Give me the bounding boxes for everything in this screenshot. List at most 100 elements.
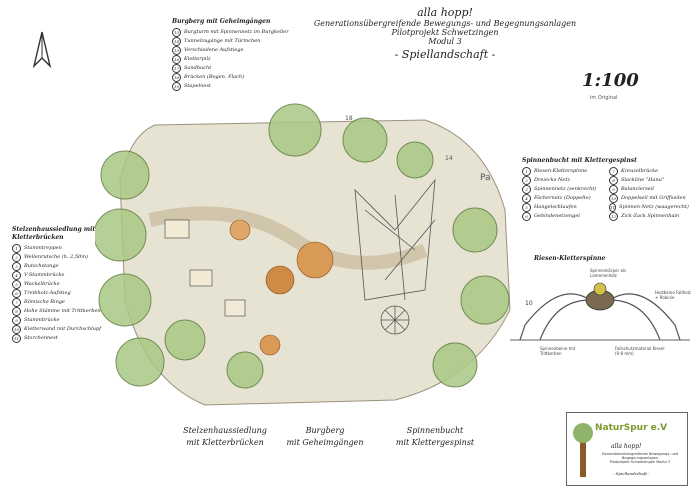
legend-item-label: Wackelbrücke	[24, 281, 60, 288]
site-plan: Pa 18 14	[95, 103, 511, 406]
legend-item-label: Storchennest	[24, 335, 58, 342]
legend-item-number: 6	[522, 212, 531, 222]
logo-title: alla hopp!	[611, 443, 642, 450]
legend-spinnen-title: Spinnenbucht mit Klettergespinst	[522, 157, 637, 164]
legend-item-number: 1	[12, 244, 21, 254]
legend-item-label: Wellenrutsche (h. 2,50m)	[24, 254, 88, 261]
legend-item-number: 2	[522, 176, 531, 186]
legend-item-number: 2	[12, 253, 21, 263]
legend-item-label: Stammbrücke	[24, 317, 60, 324]
legend-item-number: 7	[609, 167, 618, 177]
legend-item-number: 14	[172, 37, 181, 47]
legend-item-label: Stammtreppen	[24, 245, 62, 252]
legend-item-number: 3	[12, 262, 21, 272]
legend-item-number: 11	[12, 334, 21, 344]
legend-item-label: Dreiecks-Netz	[534, 177, 570, 184]
legend-item-number: 15	[172, 46, 181, 56]
scale-note: im Original	[590, 95, 618, 101]
legend-item-label: Doppelseil mit Griffseilen	[621, 195, 686, 202]
legend-item-label: Kletterwand mit Durchschlupf	[24, 326, 101, 333]
logo-name: - Spiellandschaft -	[613, 471, 650, 476]
legend-item-number: 4	[12, 271, 21, 281]
legend-item-label: Römische Ringe	[24, 299, 65, 306]
legend-item-number: 1	[522, 167, 531, 177]
legend-item-label: Zick-Zack Spinnenhain	[621, 213, 680, 220]
legend-item-label: Spinnen-Netz (waagerecht)	[619, 204, 689, 211]
legend-item-number: 11	[609, 203, 617, 213]
legend-item-label: Rutschstange	[24, 263, 59, 270]
legend-item-number: 12	[609, 212, 618, 222]
project-pilot: Pilotprojekt Schwetzingen	[391, 28, 499, 37]
project-module: Modul 3	[428, 37, 462, 46]
legend-item-number: 13	[172, 28, 181, 38]
legend-item-number: 9	[609, 185, 618, 195]
legend-stelzen: Stelzenhaussiedlung mit Kletterbrücken 1…	[12, 226, 112, 344]
legend-item-number: 3	[522, 185, 531, 195]
legend-item-label: Spinnennetz (senkrecht)	[534, 186, 597, 193]
legend-item-number: 5	[12, 280, 21, 290]
legend-item-label: Tunnelzugänge mit Türmchen	[184, 38, 261, 45]
legend-item-number: 19	[172, 82, 181, 92]
plan-path	[148, 206, 428, 270]
project-title: alla hopp!	[417, 6, 473, 19]
tree-logo-icon	[573, 423, 593, 477]
legend-item-label: V-Stammbrücke	[24, 272, 65, 279]
legend-item-label: Kreuzelbrücke	[621, 168, 659, 175]
plan-mark-18: 18	[345, 115, 353, 122]
legend-item-label: Verschiedene Aufstiege	[184, 47, 244, 54]
logo-subtitle: Generationsübergreifende Bewegungs- und …	[601, 452, 679, 460]
legend-item-number: 9	[12, 316, 21, 326]
legend-item-number: 7	[12, 298, 21, 308]
project-name: - Spiellandschaft -	[394, 48, 496, 61]
legend-item-number: 17	[172, 64, 181, 74]
legend-item-number: 4	[522, 194, 531, 204]
legend-item-label: Gebindenetzengel	[534, 213, 580, 220]
legend-item-number: 10	[12, 325, 21, 335]
legend-item-number: 18	[172, 73, 181, 83]
legend-item-label: Stapelnest	[184, 83, 211, 90]
legend-item-number: 8	[12, 307, 21, 317]
spider-diagram: 10	[510, 282, 690, 341]
legend-item-number: 5	[522, 203, 531, 213]
scale-label: 1:100	[582, 70, 639, 91]
spider-note-ropes: Spinnenbeine mit Trittkerben	[540, 346, 576, 356]
legend-item-label: Sandbucht	[184, 65, 212, 72]
north-arrow	[32, 31, 52, 69]
legend-item-number: 8	[609, 176, 618, 186]
logo-brand: NaturSpur e.V	[595, 423, 668, 433]
logo-box: NaturSpur e.V alla hopp! Generationsüber…	[566, 412, 688, 486]
bottom-label-spinnen: Spinnenbucht mit Klettergespinst	[395, 426, 475, 447]
legend-item-label: Hangelschlaufen	[534, 204, 577, 211]
project-subtitle: Generationsübergreifende Bewegungs- und …	[313, 19, 577, 28]
plan-mark-p: Pa	[480, 173, 491, 183]
bottom-label-stelzen: Stelzenhaussiedlung mit Kletterbrücken	[183, 426, 267, 447]
legend-item-label: Treibholz-Aufstieg	[24, 290, 71, 297]
